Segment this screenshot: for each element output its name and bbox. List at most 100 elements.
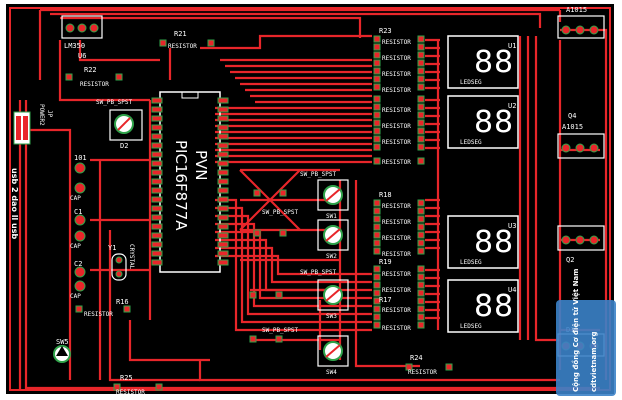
capacitor-c1: C1 CAP <box>70 208 86 250</box>
label-c1-t: CAP <box>70 243 81 250</box>
seven-segment-display-1: 8 8 LEDSEG U1 <box>447 35 519 89</box>
seg-digit: 8 <box>474 289 493 324</box>
label-r19: R19 <box>379 258 392 266</box>
transistor-q4: Q4 A1015 <box>557 112 605 159</box>
label-r23: R23 <box>379 27 392 35</box>
seg-label: LEDSEG <box>460 79 482 86</box>
switch-sw4: SW_PB_SPST SW4 <box>262 327 349 376</box>
resistor-label: RESISTOR <box>382 203 411 210</box>
resistor-r25: R25 RESISTOR <box>113 374 163 396</box>
label-c1: C1 <box>74 208 82 216</box>
resistor-label: RESISTOR <box>382 271 411 278</box>
resistor-label: RESISTOR <box>382 87 411 94</box>
label-r22: R22 <box>84 66 97 74</box>
resistor-label: RESISTOR <box>382 71 411 78</box>
resistor-r24: R24 RESISTOR <box>405 354 453 376</box>
label-r25: R25 <box>120 374 133 382</box>
resistor-label: RESISTOR <box>382 251 411 258</box>
seg-ref: U3 <box>508 222 516 230</box>
power-connector: POWER2 JP <box>13 104 53 145</box>
board-outline <box>9 7 611 391</box>
chip-pins-right <box>217 97 229 266</box>
seg-digit: 8 <box>494 289 513 324</box>
label-d2: D2 <box>120 142 128 150</box>
watermark-text: Cộng đồng Cơ điện tử Việt Nam <box>572 269 580 392</box>
transistor-q2: Q2 <box>557 225 605 264</box>
resistor-bank-bottom <box>373 199 425 329</box>
label-resistor-r22: RESISTOR <box>80 81 109 88</box>
label-cap-101-t: CAP <box>70 195 81 202</box>
seg-digit: 8 <box>474 45 493 80</box>
label-sw5: SW5 <box>56 338 69 346</box>
resistor-r21: R21 RESISTOR <box>159 30 215 50</box>
chip-part-label: PIC16F877A <box>172 140 190 231</box>
label-u6: U6 <box>78 52 86 60</box>
label-resistor-r25: RESISTOR <box>116 389 145 396</box>
label-r24: R24 <box>410 354 423 362</box>
resistor-label: RESISTOR <box>382 325 411 332</box>
label-a1015: A1015 <box>566 6 587 14</box>
chip-pins-left <box>151 97 163 266</box>
seg-digit: 8 <box>494 45 513 80</box>
capacitor-101: 101 CAP <box>70 154 87 202</box>
switch-sw5: SW5 <box>53 338 71 363</box>
label-a1015-q4: A1015 <box>562 123 583 131</box>
seg-ref: U1 <box>508 42 516 50</box>
label-sw2: SW2 <box>326 253 337 260</box>
transistor-q-top: A1015 <box>557 6 605 39</box>
seg-ref: U4 <box>508 286 516 294</box>
seg-digit: 8 <box>494 105 513 140</box>
capacitor-c2: C2 CAP <box>70 260 86 300</box>
label-r16: R16 <box>116 298 129 306</box>
switch-sw1: SW_PB_SPST SW1 <box>300 171 349 220</box>
resistor-label: RESISTOR <box>382 307 411 314</box>
trimmer-d2: SW_PB_SPST D2 <box>96 99 143 150</box>
label-sw1-type: SW_PB_SPST <box>300 171 337 178</box>
chip-notch <box>181 91 199 99</box>
seg-digit: 8 <box>494 225 513 260</box>
seg-digit: 8 <box>474 105 493 140</box>
watermark-url: cdtvietnam.org <box>590 332 598 393</box>
resistor-label: RESISTOR <box>382 55 411 62</box>
label-q2: Q2 <box>566 256 574 264</box>
resistor-label: RESISTOR <box>382 159 411 166</box>
switch-sw2: SW_PB_SPST SW2 <box>262 209 349 260</box>
resistor-r16: R16 RESISTOR <box>75 298 131 318</box>
label-sw4-type: SW_PB_SPST <box>262 327 299 334</box>
chip-pvn-label: PVN <box>192 150 210 181</box>
label-jp: JP <box>46 110 53 118</box>
label-y1: Y1 <box>108 244 116 252</box>
regulator-lm350: LM350 U6 <box>61 15 103 60</box>
switch-sw3: SW_PB_SPST SW3 <box>300 269 349 320</box>
label-r18: R18 <box>379 191 392 199</box>
label-sw-top: SW_PB_SPST <box>96 99 133 106</box>
seven-segment-display-3: 8 8 LEDSEG U3 <box>447 215 519 269</box>
label-lm350: LM350 <box>64 42 85 50</box>
label-sw1: SW1 <box>326 213 337 220</box>
resistor-r22: R22 RESISTOR <box>65 66 123 88</box>
label-cap-101: 101 <box>74 154 87 162</box>
side-vertical-label: usb 2 dao ll usb <box>10 168 19 239</box>
label-q4: Q4 <box>568 112 576 120</box>
resistor-bank-top-labels: R23 RESISTOR RESISTOR RESISTOR RESISTOR … <box>379 27 411 166</box>
crystal-y1: CRYSTAL Y1 <box>108 244 135 281</box>
label-sw4: SW4 <box>326 369 337 376</box>
resistor-label: RESISTOR <box>382 123 411 130</box>
resistor-label: RESISTOR <box>382 39 411 46</box>
resistor-label: RESISTOR <box>382 139 411 146</box>
label-r21: R21 <box>174 30 187 38</box>
switch-resistors <box>249 189 287 343</box>
label-sw2-type: SW_PB_SPST <box>262 209 299 216</box>
label-crystal: CRYSTAL <box>128 244 135 270</box>
resistor-label: RESISTOR <box>382 235 411 242</box>
seg-label: LEDSEG <box>460 323 482 330</box>
label-power2: POWER2 <box>38 104 45 126</box>
resistor-label: RESISTOR <box>382 219 411 226</box>
resistor-label: RESISTOR <box>382 107 411 114</box>
label-c2-t: CAP <box>70 293 81 300</box>
resistor-bank-top <box>373 35 425 165</box>
seven-segment-display-2: 8 8 LEDSEG U2 <box>447 95 519 149</box>
microcontroller: PVN PIC16F877A <box>151 91 229 273</box>
seven-segment-display-4: 8 8 LEDSEG U4 <box>447 279 519 333</box>
seg-label: LEDSEG <box>460 259 482 266</box>
